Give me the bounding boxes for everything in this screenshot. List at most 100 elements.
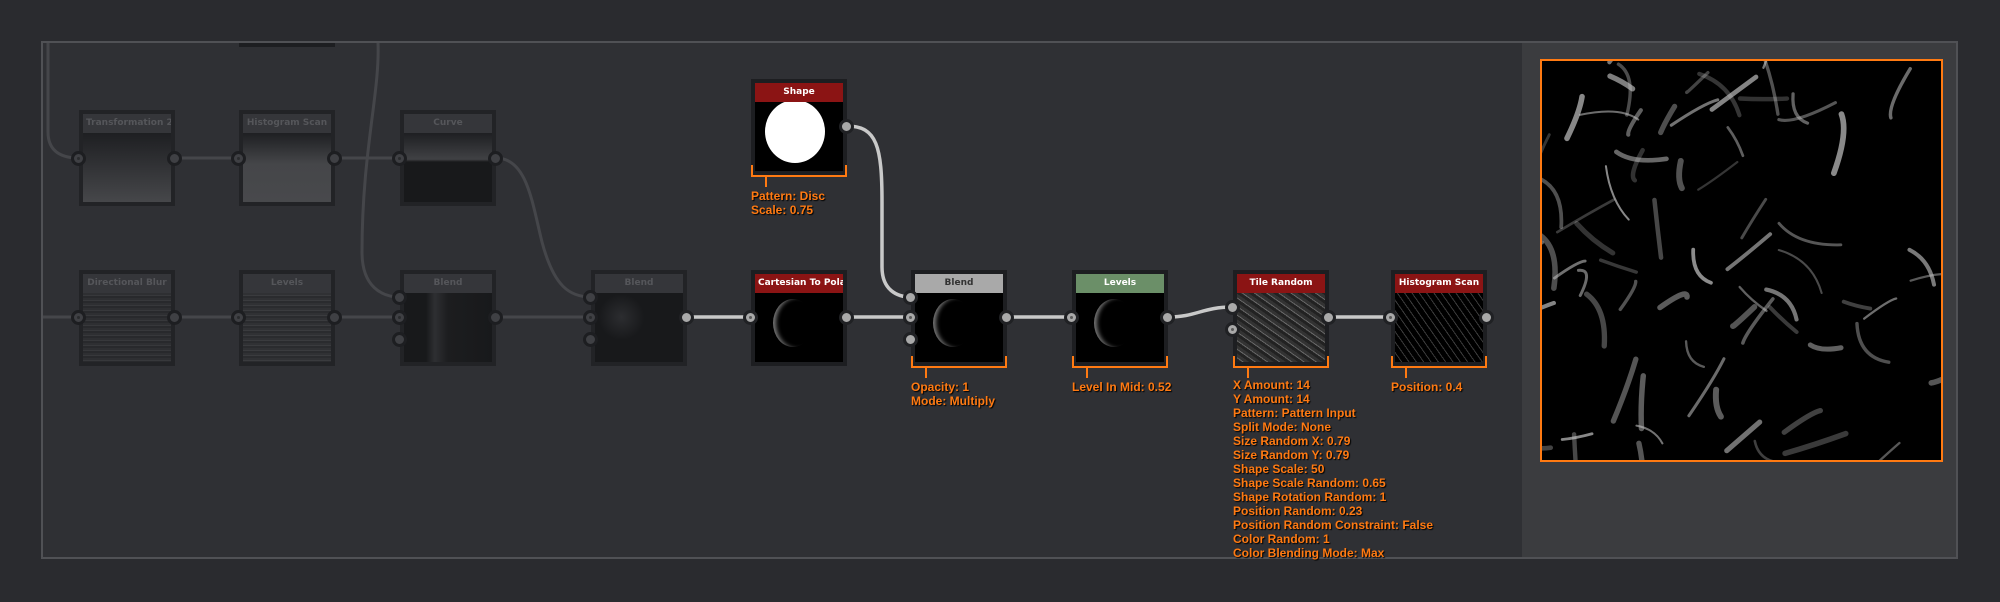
- shape-params: Pattern: Disc Scale: 0.75: [751, 189, 825, 217]
- param: Scale: 0.75: [751, 203, 825, 217]
- node-title: Directional Blur: [83, 274, 171, 293]
- node-thumbnail: [243, 293, 331, 362]
- node-cartesian-to-polar[interactable]: Cartesian To Polar ...: [751, 270, 847, 366]
- node-thumbnail: [755, 293, 843, 362]
- output-port[interactable]: [167, 310, 182, 325]
- input-port[interactable]: [583, 310, 598, 325]
- input-port[interactable]: [1225, 322, 1240, 337]
- input-port[interactable]: [392, 332, 407, 347]
- feather-stroke: [1587, 294, 1605, 346]
- param-bracket: [751, 165, 847, 177]
- feather-stroke: [1693, 250, 1711, 283]
- feather-stroke: [1639, 443, 1643, 462]
- input-port[interactable]: [231, 310, 246, 325]
- input-port[interactable]: [583, 290, 598, 305]
- feather-stroke: [1660, 294, 1687, 308]
- feather-stroke: [1580, 111, 1638, 119]
- feather-stroke: [1760, 61, 1777, 114]
- feather-stroke: [1857, 324, 1889, 363]
- node-thumbnail: [83, 293, 171, 362]
- node-histogram-scan[interactable]: Histogram Scan: [1391, 270, 1487, 366]
- input-port[interactable]: [1225, 300, 1240, 315]
- param: Opacity: 1: [911, 380, 995, 394]
- feather-stroke: [1606, 166, 1629, 220]
- param: Level In Mid: 0.52: [1072, 380, 1171, 394]
- input-port[interactable]: [1383, 310, 1398, 325]
- node-editor-panel: Transformation 2D Histogram Scan Curve D…: [41, 41, 1958, 559]
- output-port[interactable]: [327, 310, 342, 325]
- node-shape[interactable]: Shape: [751, 79, 847, 175]
- node-tile-random[interactable]: Tile Random: [1233, 270, 1329, 366]
- feather-stroke: [1577, 224, 1613, 253]
- feather-stroke: [1779, 103, 1836, 121]
- feather-stroke: [1609, 61, 1647, 62]
- output-port[interactable]: [1160, 310, 1175, 325]
- param: Position Random Constraint: False: [1233, 518, 1433, 532]
- node-title: Histogram Scan: [243, 114, 331, 133]
- feather-stroke: [1601, 260, 1637, 272]
- param: Pattern: Pattern Input: [1233, 406, 1433, 420]
- feather-stroke: [1641, 376, 1643, 429]
- output-port[interactable]: [488, 151, 503, 166]
- feather-stroke: [1727, 234, 1770, 269]
- node-blend-dim-2[interactable]: Blend: [591, 270, 687, 366]
- output-port[interactable]: [167, 151, 182, 166]
- feather-stroke: [1671, 100, 1717, 125]
- node-transformation-2d[interactable]: Transformation 2D: [79, 110, 175, 206]
- feather-stroke: [1633, 150, 1643, 180]
- param: Shape Scale: 50: [1233, 462, 1433, 476]
- param-bracket: [1072, 356, 1168, 368]
- node-levels[interactable]: Levels: [1072, 270, 1168, 366]
- node-title: Shape: [755, 83, 843, 102]
- feather-stroke: [1766, 290, 1796, 320]
- feather-stroke: [1890, 69, 1910, 118]
- feather-stroke: [1686, 341, 1704, 366]
- node-title: Curve: [404, 114, 492, 133]
- input-port[interactable]: [903, 290, 918, 305]
- output-port[interactable]: [839, 119, 854, 134]
- node-thumbnail: [755, 102, 843, 171]
- node-histogram-scan-dim[interactable]: Histogram Scan: [239, 110, 335, 206]
- input-port[interactable]: [743, 310, 758, 325]
- output-port[interactable]: [1321, 310, 1336, 325]
- node-thumbnail: [404, 133, 492, 202]
- input-port[interactable]: [583, 332, 598, 347]
- param: Size Random Y: 0.79: [1233, 448, 1433, 462]
- node-title: Histogram Scan: [1395, 274, 1483, 293]
- input-port[interactable]: [231, 151, 246, 166]
- param: Mode: Multiply: [911, 394, 995, 408]
- input-port[interactable]: [71, 151, 86, 166]
- output-port[interactable]: [1479, 310, 1494, 325]
- node-graph-canvas[interactable]: Transformation 2D Histogram Scan Curve D…: [43, 43, 1522, 557]
- input-port[interactable]: [1064, 310, 1079, 325]
- param: Split Mode: None: [1233, 420, 1433, 434]
- node-curve[interactable]: Curve: [400, 110, 496, 206]
- node-blend-dim-1[interactable]: Blend: [400, 270, 496, 366]
- node-title: Levels: [243, 274, 331, 293]
- param: Pattern: Disc: [751, 189, 825, 203]
- feather-stroke: [1542, 178, 1561, 227]
- output-port[interactable]: [488, 310, 503, 325]
- input-port[interactable]: [903, 332, 918, 347]
- feather-stroke: [1733, 307, 1755, 326]
- feather-stroke: [1613, 359, 1635, 421]
- node-directional-blur[interactable]: Directional Blur: [79, 270, 175, 366]
- node-blend[interactable]: Blend: [911, 270, 1007, 366]
- param: Shape Scale Random: 0.65: [1233, 476, 1433, 490]
- input-port[interactable]: [392, 310, 407, 325]
- input-port[interactable]: [903, 310, 918, 325]
- input-port[interactable]: [392, 290, 407, 305]
- node-levels-dim[interactable]: Levels: [239, 270, 335, 366]
- output-port[interactable]: [839, 310, 854, 325]
- output-port[interactable]: [679, 310, 694, 325]
- output-port[interactable]: [999, 310, 1014, 325]
- input-port[interactable]: [392, 151, 407, 166]
- param: Position Random: 0.23: [1233, 504, 1433, 518]
- texture-preview[interactable]: [1540, 59, 1943, 462]
- input-port[interactable]: [71, 310, 86, 325]
- node-thumbnail: [915, 293, 1003, 362]
- feather-stroke: [1784, 411, 1820, 433]
- param-bracket: [911, 356, 1007, 368]
- node-thumbnail: [1395, 293, 1483, 362]
- output-port[interactable]: [327, 151, 342, 166]
